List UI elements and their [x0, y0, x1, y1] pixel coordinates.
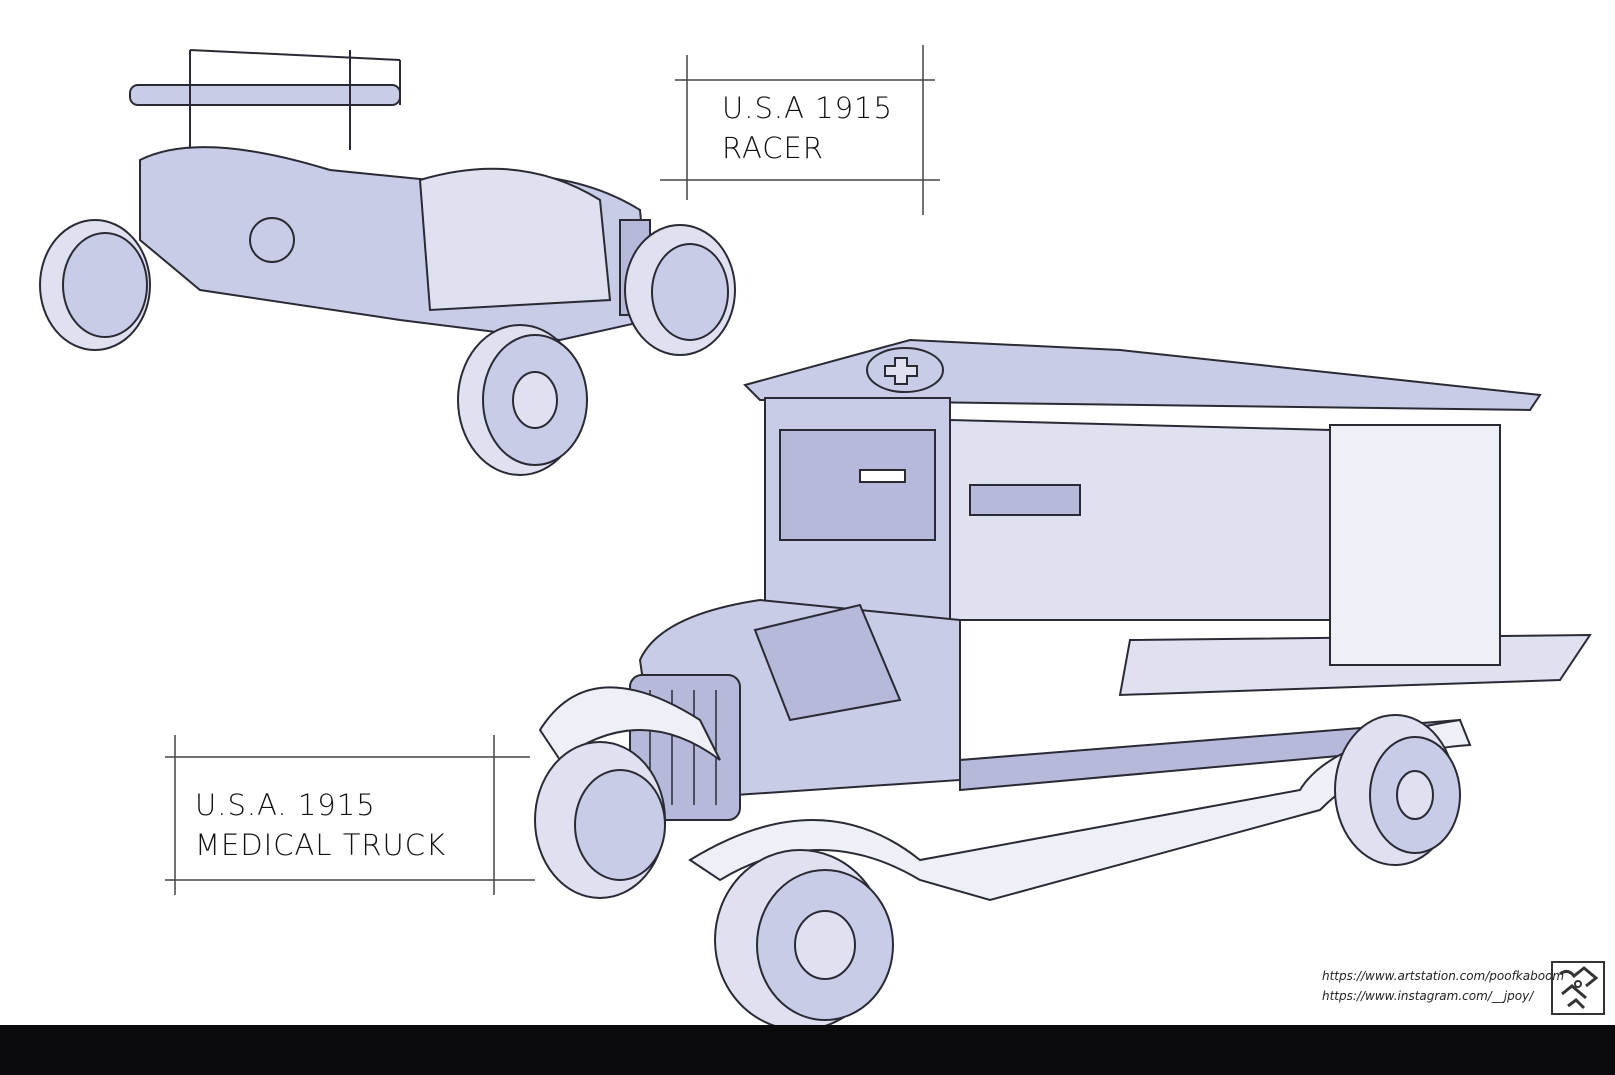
- truck-label-frame: [165, 735, 535, 895]
- medical-truck-drawing: [534, 338, 1592, 1025]
- artstation-link[interactable]: https://www.artstation.com/poofkaboom: [1322, 969, 1565, 983]
- artist-logo-icon: [1551, 961, 1605, 1015]
- vehicle-illustration: [39, 45, 1592, 1025]
- racer-label-frame: [660, 45, 940, 215]
- truck-title: U.S.A. 1915 MEDICAL TRUCK: [195, 785, 446, 865]
- bottom-black-bar: [0, 1025, 1615, 1075]
- artist-credits: https://www.artstation.com/poofkaboom ht…: [1322, 966, 1564, 1006]
- racer-title-line2: RACER: [722, 131, 825, 165]
- racer-title-line1: U.S.A 1915: [722, 91, 893, 125]
- truck-title-line1: U.S.A. 1915: [195, 788, 376, 822]
- instagram-link[interactable]: https://www.instagram.com/__jpoy/: [1322, 989, 1534, 1003]
- racer-car-drawing: [39, 49, 736, 476]
- truck-title-line2: MEDICAL TRUCK: [195, 828, 447, 862]
- racer-title: U.S.A 1915 RACER: [722, 88, 893, 168]
